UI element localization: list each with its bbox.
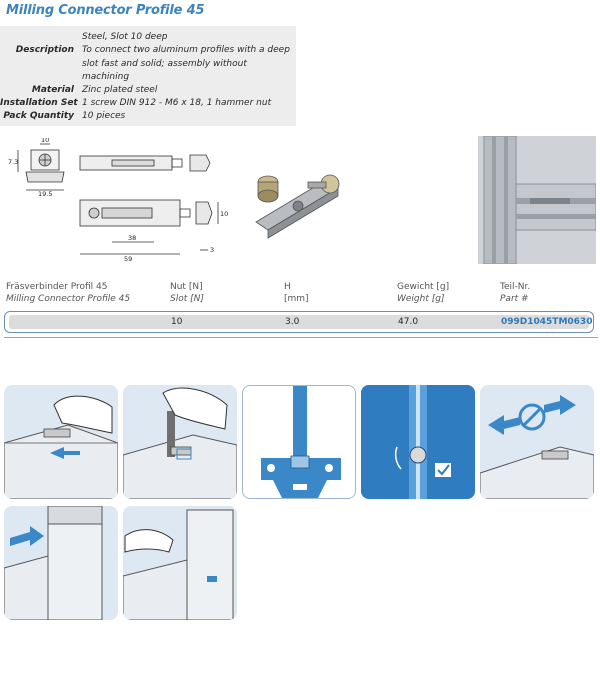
spec-value-installation: 1 screw DIN 912 - M6 x 18, 1 hammer nut (82, 98, 272, 108)
table-divider (4, 337, 598, 338)
col-header-part-de: Teil-Nr. (500, 282, 531, 292)
arrow-right-icon (10, 526, 44, 546)
dim-19-5: 19.5 (38, 190, 52, 198)
col-header-part-en: Part # (500, 294, 529, 304)
spec-label-material: Material (31, 85, 74, 95)
assembly-step-3 (242, 385, 356, 499)
spec-label-pack: Pack Quantity (3, 111, 74, 121)
arrow-left-icon (50, 447, 80, 459)
cell-part-number: 099D1045TM0630 (501, 317, 593, 327)
col-header-product-en: Milling Connector Profile 45 (6, 294, 131, 304)
dim-59: 59 (124, 255, 132, 262)
spec-row-pack: Pack Quantity 10 pieces (0, 110, 296, 124)
check-icon (435, 463, 451, 477)
profile-photo (478, 135, 597, 265)
col-header-product-de: Fräsverbinder Profil 45 (6, 282, 108, 292)
table-row-fill (9, 315, 589, 329)
cell-h: 3.0 (285, 317, 300, 327)
assembly-step-4 (361, 385, 475, 499)
spec-row-subtitle: Steel, Slot 10 deep (0, 31, 296, 45)
cell-weight: 47.0 (398, 317, 419, 327)
spec-value-material: Zinc plated steel (82, 85, 158, 95)
col-header-slot-en: Slot [N] (170, 294, 204, 304)
spec-row-material: Material Zinc plated steel (0, 84, 296, 98)
col-header-weight-de: Gewicht [g] (397, 282, 450, 292)
dim-38: 38 (128, 234, 136, 242)
spec-label-description: Description (15, 45, 74, 55)
dim-3: 3 (210, 246, 214, 254)
page-title: Milling Connector Profile 45 (6, 3, 205, 18)
spec-box: Steel, Slot 10 deep Description To conne… (0, 26, 296, 126)
spec-value-pack: 10 pieces (82, 111, 126, 121)
assembly-step-2 (123, 385, 237, 499)
no-slide-icon (488, 395, 576, 435)
assembly-step-5 (480, 385, 594, 499)
col-header-slot: Nut [N] Slot [N] (170, 281, 204, 305)
dim-7-3: 7.3 (8, 158, 18, 166)
cell-slot: 10 (171, 317, 183, 327)
col-header-slot-de: Nut [N] (170, 282, 203, 292)
assembly-step-7 (123, 506, 237, 620)
spec-row-installation: Installation Set 1 screw DIN 912 - M6 x … (0, 97, 296, 111)
col-header-weight-en: Weight [g] (397, 294, 445, 304)
spec-row-description: Description To connect two aluminum prof… (0, 44, 296, 82)
table-row: 10 3.0 47.0 099D1045TM0630 (4, 311, 594, 333)
spec-label-installation: Installation Set (0, 98, 78, 108)
product-photo (234, 138, 364, 262)
technical-drawing: 7.3 10 19.5 38 59 10 3 (4, 138, 232, 262)
dim-10-side: 10 (220, 210, 228, 218)
assembly-step-6 (4, 506, 118, 620)
col-header-part: Teil-Nr. Part # (500, 281, 530, 305)
col-header-product: Fräsverbinder Profil 45 Milling Connecto… (6, 281, 130, 305)
col-header-weight: Gewicht [g] Weight [g] (397, 281, 449, 305)
col-header-h-en: [mm] (284, 294, 309, 304)
spec-subtitle: Steel, Slot 10 deep (82, 32, 168, 42)
col-header-h-de: H (284, 282, 291, 292)
spec-value-description: To connect two aluminum profiles with a … (82, 45, 290, 82)
assembly-step-1 (4, 385, 118, 499)
dim-10-top: 10 (41, 138, 49, 144)
col-header-h: H [mm] (284, 281, 309, 305)
